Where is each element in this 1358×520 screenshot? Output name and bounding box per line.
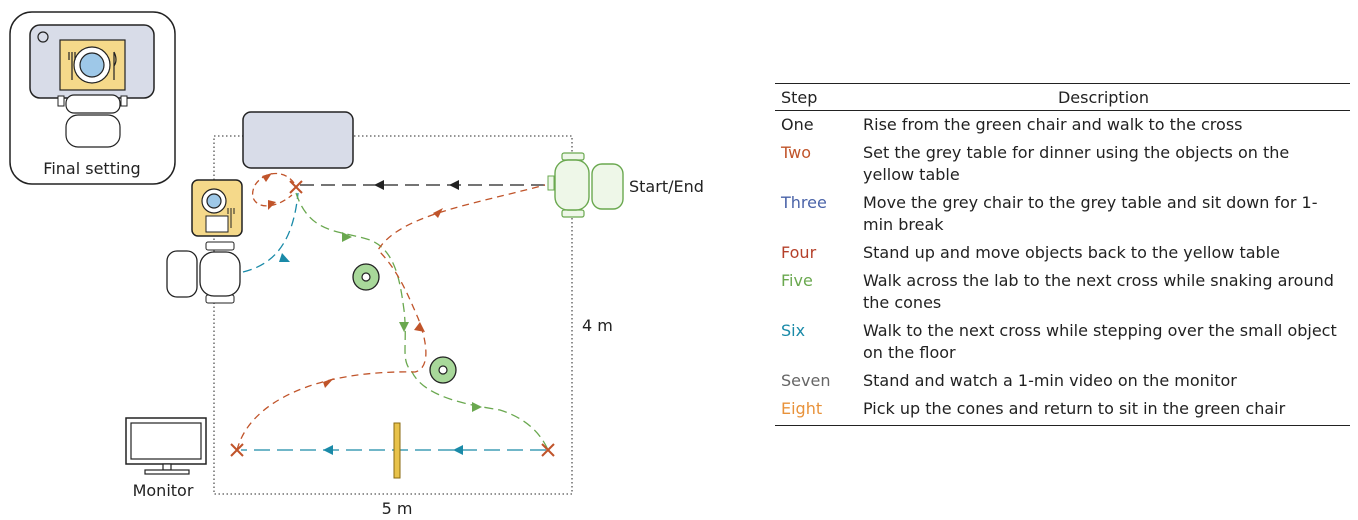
start-end-label: Start/End	[629, 177, 704, 196]
lab-layout-diagram: Final setting Start/End Monitor 4 m 5 m	[9, 11, 704, 518]
step-name: Seven	[781, 371, 831, 390]
grey-table	[242, 111, 354, 169]
step-column-header: Step	[775, 83, 857, 111]
table-row: One Rise from the green chair and walk t…	[775, 111, 1350, 140]
table-row: Seven Stand and watch a 1-min video on t…	[775, 367, 1350, 395]
yellow-table	[191, 179, 243, 237]
step-name: Two	[781, 143, 811, 162]
table-header-row: Step Description	[775, 83, 1350, 111]
step-name: Four	[781, 243, 817, 262]
cone-1	[352, 263, 380, 291]
table-row: Five Walk across the lab to the next cro…	[775, 267, 1350, 317]
grey-chair	[166, 241, 241, 304]
cross-marker-bottom-left	[230, 443, 244, 457]
height-dimension-label: 4 m	[582, 316, 613, 335]
steps-table: Step Description One Rise from the green…	[775, 83, 1350, 426]
step-description: Set the grey table for dinner using the …	[863, 143, 1290, 184]
cone-2	[429, 356, 457, 384]
placemat-icon	[59, 39, 126, 91]
step-name: Eight	[775, 395, 857, 426]
cross-marker-bottom-right	[541, 443, 555, 457]
table-row: Three Move the grey chair to the grey ta…	[775, 189, 1350, 239]
floor-obstacle	[393, 422, 401, 479]
final-setting-inset: Final setting	[9, 11, 176, 185]
room-boundary	[213, 135, 573, 495]
step-description: Stand and watch a 1-min video on the mon…	[863, 371, 1237, 390]
step-description: Walk across the lab to the next cross wh…	[863, 271, 1334, 312]
path-step-two-four	[252, 172, 295, 210]
step-name: Three	[781, 193, 827, 212]
monitor-label: Monitor	[133, 481, 194, 500]
table-row: Eight Pick up the cones and return to si…	[775, 395, 1350, 426]
path-step-three	[242, 192, 299, 273]
step-name: Five	[781, 271, 813, 290]
description-column-header: Description	[857, 83, 1350, 111]
table-row: Six Walk to the next cross while steppin…	[775, 317, 1350, 367]
path-step-five	[295, 192, 549, 451]
cross-marker-tables	[289, 180, 303, 194]
monitor-icon	[125, 417, 207, 475]
width-dimension-label: 5 m	[382, 499, 413, 518]
step-description: Rise from the green chair and walk to th…	[863, 115, 1243, 134]
path-step-one	[300, 180, 545, 190]
path-step-eight	[236, 184, 546, 451]
step-description: Walk to the next cross while stepping ov…	[863, 321, 1337, 362]
step-name: Six	[781, 321, 806, 340]
step-description: Move the grey chair to the grey table an…	[863, 193, 1318, 234]
chair-icon	[57, 94, 128, 148]
table-row: Two Set the grey table for dinner using …	[775, 139, 1350, 189]
step-description: Stand up and move objects back to the ye…	[863, 243, 1280, 262]
step-description: Pick up the cones and return to sit in t…	[857, 395, 1350, 426]
table-row: Four Stand up and move objects back to t…	[775, 239, 1350, 267]
final-setting-label: Final setting	[43, 159, 140, 178]
green-chair	[547, 152, 624, 218]
step-name: One	[781, 115, 814, 134]
